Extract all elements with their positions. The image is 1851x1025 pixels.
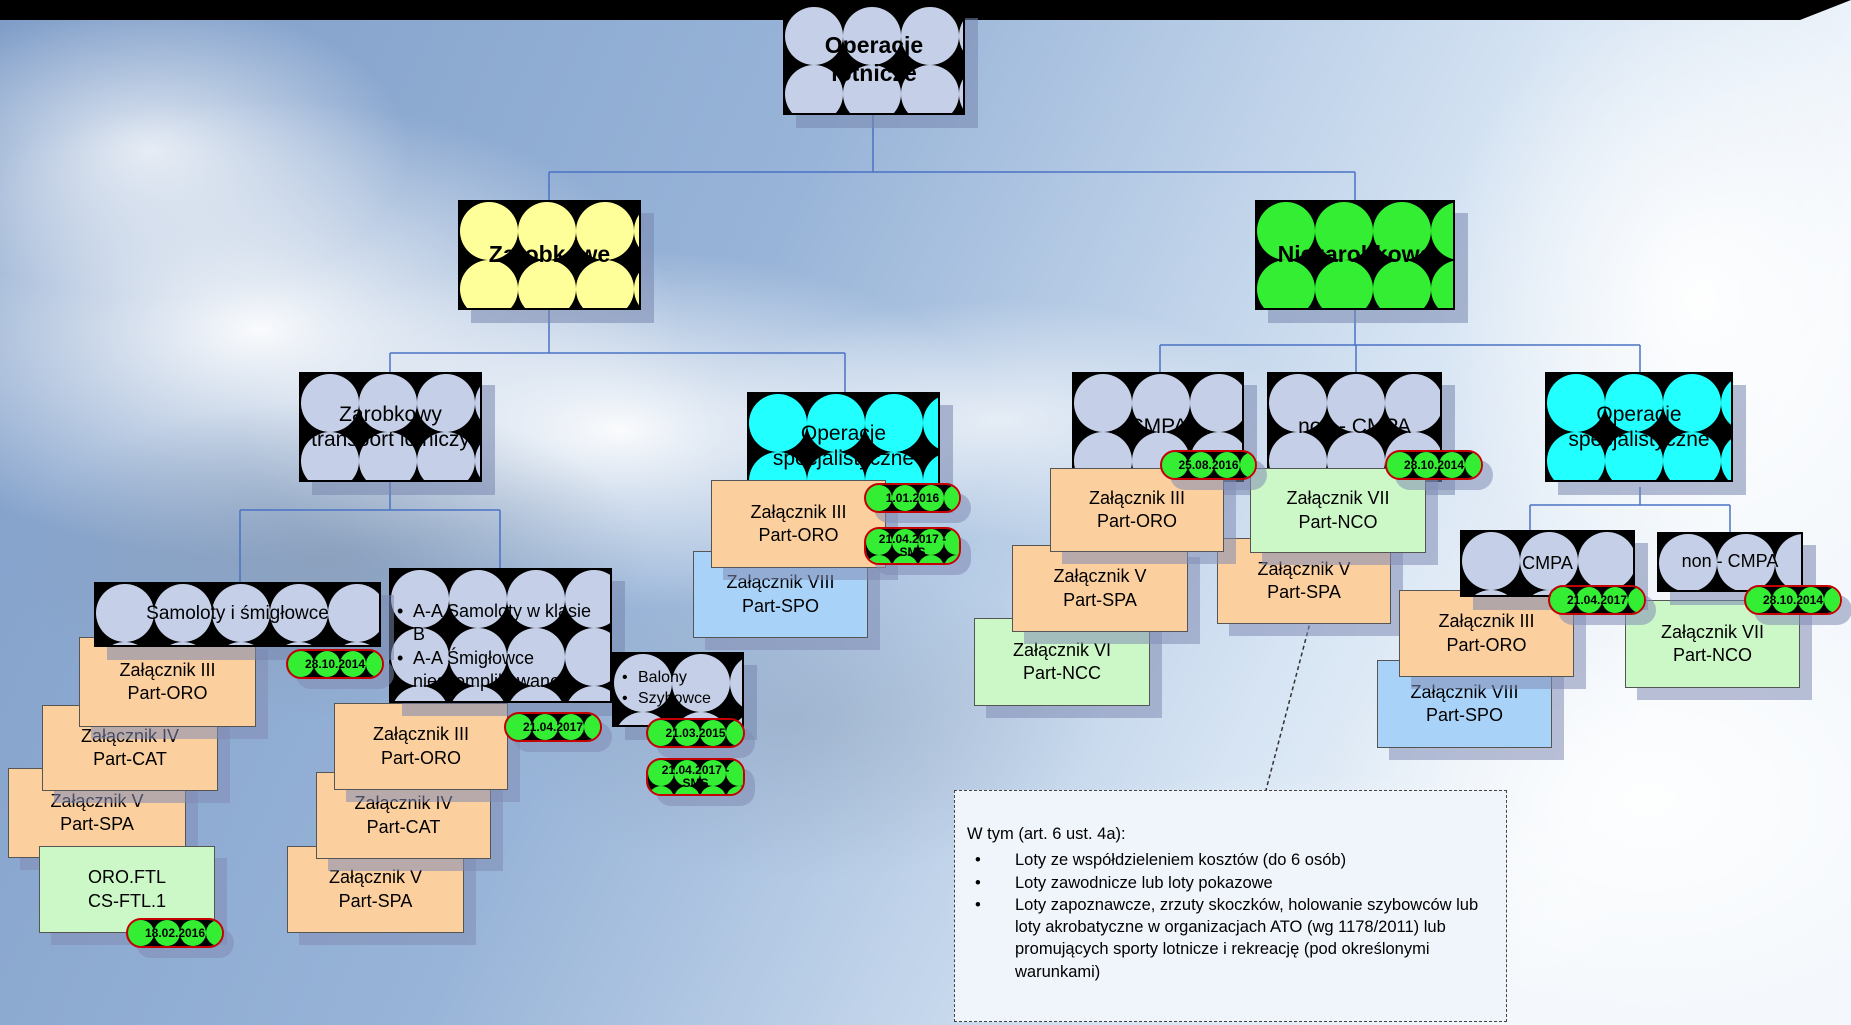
cmpa-label: CMPA (1128, 415, 1188, 439)
spo2-noncmpa-date-text: 28.10.2014 (1762, 592, 1824, 607)
pattern-fill (96, 584, 379, 645)
root-node[interactable]: Operacje lotnicze (783, 5, 965, 115)
planes-date-badge: 28.10.2014 (286, 649, 384, 679)
spo-commercial-label: Operacje specjalistyczne (772, 421, 915, 470)
balloons-node[interactable]: Balony Szybowce (612, 652, 744, 727)
commercial-node[interactable]: Zarobkowe (458, 200, 641, 310)
cmpa-card-ncc[interactable]: Załącznik VI Part-NCC (974, 618, 1150, 706)
pattern-fill (1547, 374, 1731, 480)
spo2-noncmpa-node[interactable]: non - CMPA (1657, 532, 1803, 592)
balloons-item-balloons: Balony (622, 668, 742, 689)
badge-pattern (506, 714, 600, 740)
badge-pattern (128, 920, 222, 946)
spo-noncommercial-label: Operacje specjalistyczne (1568, 402, 1710, 451)
spo-noncommercial-node[interactable]: Operacje specjalistyczne (1545, 372, 1733, 482)
aa-card-oro[interactable]: Załącznik III Part-ORO (334, 703, 508, 790)
badge-pattern (866, 529, 959, 563)
noncommercial-label: Niezarobkowe (1277, 241, 1433, 268)
planes-card-oro[interactable]: Załącznik III Part-ORO (79, 637, 256, 727)
noncmpa-date-badge: 28.10.2014 (1385, 450, 1483, 480)
cmpa-date-text: 25.08.2016 (1178, 457, 1239, 472)
balloons-sms-text: 21.04.2017 - SMS (661, 763, 730, 790)
ftl-date-text: 18.02.2016 (144, 925, 206, 940)
pattern-fill (1462, 532, 1633, 595)
spo-card-oro[interactable]: Załącznik III Part-ORO (711, 480, 886, 568)
ftl-date-badge: 18.02.2016 (126, 918, 224, 948)
pattern-fill (1257, 202, 1453, 308)
note-intro: W tym (art. 6 ust. 4a): (967, 825, 1126, 843)
note-list: Loty ze współdzieleniem kosztów (do 6 os… (967, 849, 1494, 983)
noncmpa-date-text: 28.10.2014 (1403, 457, 1465, 472)
badge-pattern (648, 760, 743, 794)
scope-note: W tym (art. 6 ust. 4a): Loty ze współdzi… (954, 790, 1507, 1022)
cmpa-card-oro[interactable]: Załącznik III Part-ORO (1050, 468, 1224, 552)
aa-date-badge: 21.04.2017 (504, 712, 602, 742)
aa-date-text: 21.04.2017 (522, 719, 584, 734)
spo-sms-text: 21.04.2017 - SMS (878, 532, 947, 559)
aa-card-spa[interactable]: Załącznik V Part-SPA (287, 846, 464, 933)
planes-label: Samoloty i śmigłowce (146, 603, 329, 625)
badge-pattern (1550, 587, 1644, 613)
root-label: Operacje lotnicze (824, 32, 924, 86)
spo2-cmpa-node[interactable]: CMPA (1460, 530, 1635, 597)
pattern-fill (1659, 534, 1801, 590)
badge-pattern (1387, 452, 1481, 478)
spo2-cmpa-label: CMPA (1522, 552, 1573, 573)
note-item-competition: Loty zawodnicze lub loty pokazowe (967, 872, 1494, 895)
pattern-fill (785, 7, 963, 113)
noncmpa-card-nco[interactable]: Załącznik VII Part-NCO (1250, 468, 1426, 553)
note-item-cost-sharing: Loty ze współdzieleniem kosztów (do 6 os… (967, 849, 1494, 872)
spo-sms-badge: 21.04.2017 - SMS (864, 527, 961, 565)
planes-node[interactable]: Samoloty i śmigłowce (94, 582, 381, 647)
spo2-noncmpa-label: non - CMPA (1681, 551, 1779, 572)
pattern-fill (301, 374, 480, 480)
noncommercial-node[interactable]: Niezarobkowe (1255, 200, 1455, 310)
cat-label: Zarobkowy transport lotniczy (311, 402, 470, 451)
balloons-sms-badge: 21.04.2017 - SMS (646, 758, 745, 796)
spo2-card-nco[interactable]: Załącznik VII Part-NCO (1625, 600, 1800, 688)
note-item-introductory: Loty zapoznawcze, zrzuty skoczków, holow… (967, 894, 1494, 983)
badge-pattern (866, 485, 959, 511)
aa-node[interactable]: A-A Samoloty w klasie B A-A Śmigłowce ni… (389, 568, 612, 703)
badge-pattern (1746, 587, 1840, 613)
noncmpa-card-spa[interactable]: Załącznik V Part-SPA (1217, 538, 1391, 624)
aa-list: A-A Samoloty w klasie B A-A Śmigłowce ni… (397, 600, 607, 694)
badge-pattern (648, 720, 743, 746)
balloons-date-text: 21.03.2015 (665, 725, 726, 740)
badge-pattern (1162, 452, 1255, 478)
pattern-fill (460, 202, 639, 308)
badge-pattern (288, 651, 382, 677)
spo-date-badge: 1.01.2016 (864, 483, 961, 513)
aa-item-helicopters: A-A Śmigłowce nieskomplikowane (397, 647, 607, 694)
balloons-list: Balony Szybowce (622, 668, 742, 710)
balloons-item-gliders: Szybowce (622, 689, 742, 710)
spo2-noncmpa-date-badge: 28.10.2014 (1744, 585, 1842, 615)
spo-date-text: 1.01.2016 (885, 490, 940, 505)
aa-item-planes: A-A Samoloty w klasie B (397, 600, 607, 647)
cat-node[interactable]: Zarobkowy transport lotniczy (299, 372, 482, 482)
balloons-date-badge: 21.03.2015 (646, 718, 745, 748)
noncmpa-label: non - CMPA (1298, 415, 1411, 439)
cmpa-card-spa[interactable]: Załącznik V Part-SPA (1012, 545, 1188, 632)
spo2-card-oro[interactable]: Załącznik III Part-ORO (1399, 590, 1574, 677)
spo2-cmpa-date-badge: 21.04.2017 (1548, 585, 1646, 615)
spo2-cmpa-date-text: 21.04.2017 (1566, 592, 1628, 607)
commercial-label: Zarobkowe (488, 241, 611, 268)
cmpa-date-badge: 25.08.2016 (1160, 450, 1257, 480)
planes-date-text: 28.10.2014 (304, 656, 366, 671)
